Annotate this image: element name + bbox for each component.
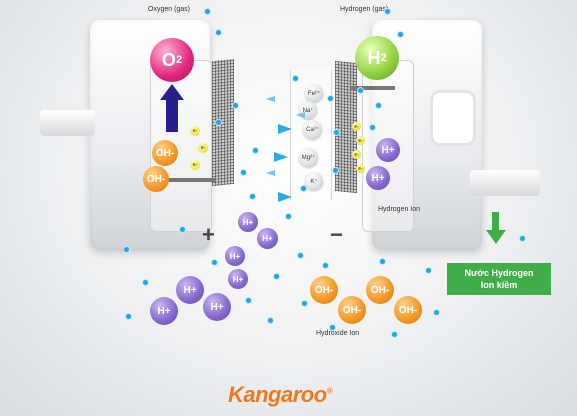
water-dot [124, 247, 129, 252]
hydrogen-ion: H+ [225, 246, 245, 266]
registered-mark: ® [326, 386, 333, 396]
positive-sign: + [202, 222, 215, 247]
water-dot [302, 301, 307, 306]
water-dot [180, 227, 185, 232]
flow-left-arrow-icon [296, 112, 305, 118]
electron: e- [356, 164, 365, 173]
output-arrow-shaft [492, 212, 499, 232]
hydroxide-ion-label: Hydroxide Ion [316, 330, 360, 337]
water-dot [126, 314, 131, 319]
hydrogen-ion: H+ [238, 212, 258, 232]
water-dot [392, 332, 397, 337]
metal-ion: Ca²⁺ [303, 120, 322, 139]
hydrogen-ion: H+ [228, 269, 248, 289]
water-dot [520, 236, 525, 241]
hydrogen-symbol: H [367, 47, 381, 68]
oxygen-subscript: 2 [175, 54, 183, 66]
water-dot [233, 103, 238, 108]
flow-right-arrow-icon [278, 192, 292, 202]
water-dot [376, 103, 381, 108]
output-badge-line1: Nước Hydrogen [464, 268, 534, 278]
anode-connector [40, 110, 95, 136]
hydrogen-ion: H+ [376, 138, 400, 162]
water-dot [328, 96, 333, 101]
water-dot [253, 148, 258, 153]
water-dot [286, 214, 291, 219]
hydrogen-ion: H+ [257, 228, 278, 249]
cathode-port [430, 90, 476, 146]
electron: e- [352, 150, 361, 159]
water-dot [241, 170, 246, 175]
water-dot [334, 130, 339, 135]
electron: e- [190, 160, 200, 170]
output-water-badge: Nước Hydrogen Ion kiềm [447, 263, 551, 295]
cathode-connector [470, 170, 540, 196]
oxygen-symbol: O [161, 49, 176, 70]
metal-ion: Mg²⁺ [299, 148, 318, 167]
hydroxide-ion: OH- [143, 166, 169, 192]
electron: e- [190, 126, 200, 136]
oxygen-arrow-shaft [166, 98, 178, 132]
flow-left-arrow-icon [266, 96, 275, 102]
water-dot [398, 32, 403, 37]
water-dot [250, 194, 255, 199]
output-badge-line2: Ion kiềm [480, 280, 518, 290]
water-dot [212, 260, 217, 265]
hydrogen-ion: H+ [150, 297, 178, 325]
hydrogen-ion: H+ [366, 166, 390, 190]
water-dot [370, 125, 375, 130]
hydrogen-ion: H+ [203, 293, 231, 321]
water-dot [301, 186, 306, 191]
oxygen-arrow-up-icon [160, 84, 184, 100]
oxygen-gas-label: Oxygen (gas) [148, 6, 191, 13]
water-dot [246, 298, 251, 303]
electron: e- [352, 122, 361, 131]
water-dot [385, 9, 390, 14]
kangaroo-logo: Kangaroo® [228, 382, 333, 408]
output-arrow-down-icon [486, 230, 506, 244]
water-dot [426, 268, 431, 273]
water-dot [330, 325, 335, 330]
hydrogen-ion: H+ [176, 276, 204, 304]
hydrogen-subscript: 2 [380, 52, 387, 64]
metal-ion: Fe²⁺ [305, 84, 323, 102]
water-dot [274, 274, 279, 279]
water-dot [333, 168, 338, 173]
water-dot [298, 253, 303, 258]
hydroxide-ion: OH- [338, 296, 366, 324]
water-dot [216, 120, 221, 125]
kangaroo-logo-text: Kangaroo [228, 382, 327, 407]
hydroxide-ion: OH- [366, 276, 394, 304]
hydroxide-ion: OH- [152, 140, 178, 166]
flow-left-arrow-icon [266, 170, 275, 176]
water-dot [323, 263, 328, 268]
flow-right-arrow-icon [274, 152, 288, 162]
water-dot [358, 88, 363, 93]
anode-rod [160, 178, 215, 182]
hydroxide-ion: OH- [394, 296, 422, 324]
metal-ion: K⁺ [305, 172, 323, 190]
electron: e- [198, 143, 208, 153]
water-dot [268, 318, 273, 323]
cathode-rod [350, 86, 395, 90]
water-dot [216, 30, 221, 35]
electron: e- [356, 136, 365, 145]
water-dot [143, 280, 148, 285]
water-dot [293, 76, 298, 81]
water-dot [380, 259, 385, 264]
flow-right-arrow-icon [278, 124, 292, 134]
hydrogen-gas-label: Hydrogen (gas) [340, 6, 389, 13]
hydrogen-ion-label: Hydrogen Ion [378, 206, 421, 213]
water-dot [434, 310, 439, 315]
water-dot [205, 9, 210, 14]
negative-sign: − [330, 222, 343, 247]
hydroxide-ion: OH- [310, 276, 338, 304]
